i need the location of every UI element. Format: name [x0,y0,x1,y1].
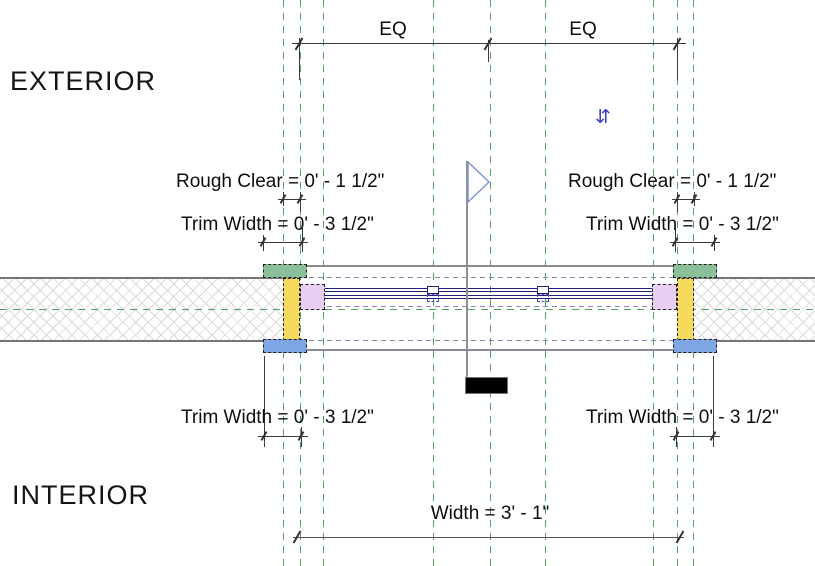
trim-width-label-bottom-left[interactable]: Trim Width = 0' - 3 1/2" [181,407,374,428]
witness-line [677,38,678,80]
witness-line [300,192,301,212]
witness-line [299,38,300,80]
exterior-trim-right[interactable] [673,264,717,278]
mullion-marker[interactable] [427,294,439,302]
interior-label[interactable]: INTERIOR [12,480,150,510]
trim-width-dim-line-bottom-right[interactable] [670,436,720,437]
rough-clear-label-right[interactable]: Rough Clear = 0' - 1 1/2" [568,171,777,192]
witness-line [488,40,489,62]
interior-trim-right[interactable] [673,339,717,353]
trim-width-dim-line-top-left[interactable] [258,242,308,243]
trim-width-dim-line-bottom-left[interactable] [258,436,308,437]
sill-trim-line[interactable] [307,349,673,351]
section-marker[interactable] [465,377,508,394]
exterior-face-dashed-line[interactable] [300,277,677,278]
sash-block-left[interactable] [300,284,325,310]
exterior-trim-left[interactable] [263,264,307,278]
witness-line [713,356,714,447]
reference-plane[interactable] [653,0,654,566]
rough-clear-label-left[interactable]: Rough Clear = 0' - 1 1/2" [176,171,385,192]
trim-width-label-top-left[interactable]: Trim Width = 0' - 3 1/2" [181,214,374,235]
witness-line [264,356,265,447]
eq-label-left[interactable]: EQ [379,19,407,40]
trim-width-dim-line-top-right[interactable] [670,242,720,243]
flag-pole[interactable] [466,161,468,378]
witness-line [677,192,678,212]
rough-clear-dim-line-right[interactable] [672,199,700,200]
mullion-marker[interactable] [537,294,549,302]
reference-plane[interactable] [545,0,546,566]
reference-plane[interactable] [323,0,324,566]
interior-trim-left[interactable] [263,339,307,353]
frame-jamb-left[interactable] [283,278,300,341]
flag-triangle-icon[interactable] [467,161,491,204]
reference-plane[interactable] [300,0,301,566]
interior-face-dashed-line[interactable] [300,340,677,341]
head-trim-line[interactable] [307,265,673,267]
frame-inner-dashed-line[interactable] [300,306,677,307]
trim-width-label-bottom-right[interactable]: Trim Width = 0' - 3 1/2" [586,407,779,428]
flip-control-icon[interactable]: ⇵ [595,107,611,128]
glazing-line[interactable] [324,288,653,289]
frame-jamb-right[interactable] [677,278,694,341]
reference-plane[interactable] [490,0,491,566]
rough-clear-dim-line-left[interactable] [278,199,306,200]
trim-width-label-top-right[interactable]: Trim Width = 0' - 3 1/2" [586,214,779,235]
wall-centerline[interactable] [0,309,815,310]
width-label[interactable]: Width = 3' - 1" [430,503,550,524]
mullion-marker[interactable] [427,286,439,294]
reference-plane[interactable] [433,0,434,566]
width-dim-line[interactable] [293,537,684,538]
glazing-line[interactable] [324,291,653,292]
glazing-line[interactable] [324,295,653,296]
eq-label-right[interactable]: EQ [569,19,597,40]
exterior-label[interactable]: EXTERIOR [10,66,157,96]
sash-block-right[interactable] [652,284,677,310]
mullion-marker[interactable] [537,286,549,294]
glazing-line[interactable] [324,298,653,299]
